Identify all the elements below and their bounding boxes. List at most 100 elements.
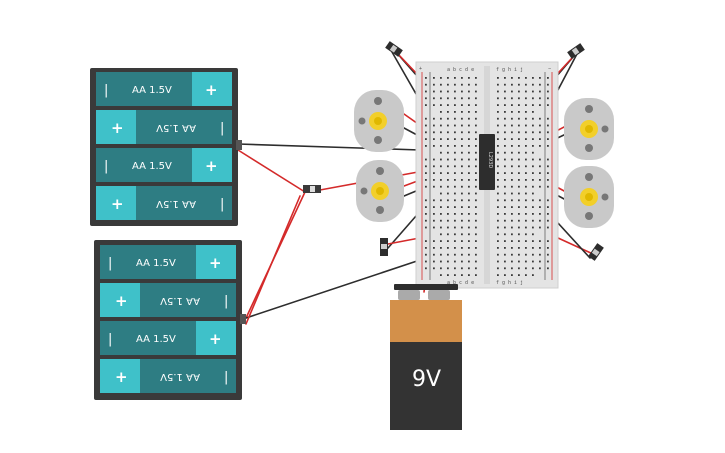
breadboard-hole[interactable] <box>475 124 477 127</box>
breadboard-hole[interactable] <box>475 90 477 93</box>
breadboard-hole[interactable] <box>525 247 527 249</box>
breadboard-hole[interactable] <box>447 253 449 256</box>
breadboard-hole[interactable] <box>532 97 534 100</box>
dc-motor-right-top[interactable] <box>564 98 614 160</box>
breadboard-hole[interactable] <box>468 274 470 276</box>
rail-hole[interactable] <box>547 179 549 181</box>
breadboard-hole[interactable] <box>511 206 513 208</box>
breadboard-hole[interactable] <box>447 124 449 127</box>
breadboard-hole[interactable] <box>475 267 477 270</box>
breadboard-hole[interactable] <box>525 274 527 276</box>
rail-hole[interactable] <box>433 77 435 79</box>
rail-hole[interactable] <box>433 158 435 161</box>
breadboard-hole[interactable] <box>511 240 513 242</box>
breadboard-hole[interactable] <box>497 131 499 134</box>
breadboard-hole[interactable] <box>440 206 442 208</box>
rail-hole[interactable] <box>433 185 435 188</box>
breadboard-hole[interactable] <box>440 192 442 195</box>
breadboard-hole[interactable] <box>468 226 470 229</box>
breadboard-hole[interactable] <box>454 151 456 154</box>
breadboard-hole[interactable] <box>447 233 449 236</box>
breadboard-hole[interactable] <box>504 274 506 276</box>
breadboard-hole[interactable] <box>511 158 513 161</box>
breadboard-hole[interactable] <box>447 219 449 222</box>
rail-hole[interactable] <box>547 145 549 147</box>
rail-hole[interactable] <box>539 199 541 202</box>
breadboard-hole[interactable] <box>511 247 513 249</box>
breadboard-hole[interactable] <box>518 247 520 249</box>
breadboard-hole[interactable] <box>532 253 534 256</box>
breadboard-hole[interactable] <box>440 260 442 263</box>
breadboard-hole[interactable] <box>447 138 449 140</box>
rail-hole[interactable] <box>425 253 427 256</box>
breadboard-hole[interactable] <box>447 77 449 79</box>
rail-hole[interactable] <box>547 131 549 134</box>
rail-hole[interactable] <box>539 206 541 208</box>
rail-hole[interactable] <box>547 213 549 215</box>
rail-hole[interactable] <box>547 172 549 174</box>
breadboard-hole[interactable] <box>454 192 456 195</box>
breadboard-hole[interactable] <box>511 90 513 93</box>
rail-hole[interactable] <box>547 219 549 222</box>
breadboard-hole[interactable] <box>518 274 520 276</box>
rail-hole[interactable] <box>433 104 435 106</box>
breadboard-hole[interactable] <box>525 158 527 161</box>
breadboard-hole[interactable] <box>475 83 477 86</box>
breadboard-hole[interactable] <box>497 199 499 202</box>
breadboard-hole[interactable] <box>454 213 456 215</box>
breadboard-hole[interactable] <box>497 90 499 93</box>
rail-hole[interactable] <box>425 185 427 188</box>
breadboard-hole[interactable] <box>461 77 463 79</box>
rail-hole[interactable] <box>539 172 541 174</box>
breadboard-hole[interactable] <box>468 138 470 140</box>
breadboard-hole[interactable] <box>475 260 477 263</box>
rail-hole[interactable] <box>547 104 549 106</box>
breadboard-hole[interactable] <box>454 185 456 188</box>
breadboard-hole[interactable] <box>454 145 456 147</box>
rail-hole[interactable] <box>539 185 541 188</box>
sensor-bottom-right[interactable] <box>588 243 604 261</box>
rail-hole[interactable] <box>539 219 541 222</box>
breadboard-hole[interactable] <box>497 172 499 174</box>
breadboard-hole[interactable] <box>468 253 470 256</box>
breadboard-hole[interactable] <box>440 145 442 147</box>
breadboard-hole[interactable] <box>454 179 456 181</box>
breadboard-hole[interactable] <box>475 145 477 147</box>
dc-motor-left-bottom[interactable] <box>356 160 404 222</box>
breadboard-hole[interactable] <box>504 138 506 140</box>
breadboard-hole[interactable] <box>511 267 513 270</box>
breadboard-hole[interactable] <box>504 247 506 249</box>
rail-hole[interactable] <box>539 260 541 263</box>
breadboard-hole[interactable] <box>447 131 449 134</box>
breadboard-hole[interactable] <box>518 145 520 147</box>
breadboard-hole[interactable] <box>468 90 470 93</box>
breadboard-hole[interactable] <box>511 145 513 147</box>
breadboard-hole[interactable] <box>454 240 456 242</box>
breadboard-hole[interactable] <box>454 260 456 263</box>
breadboard-hole[interactable] <box>454 104 456 106</box>
breadboard-hole[interactable] <box>511 117 513 120</box>
breadboard-hole[interactable] <box>454 90 456 93</box>
wire-bottom-pack-red[interactable] <box>245 195 301 325</box>
breadboard-hole[interactable] <box>461 267 463 270</box>
breadboard-hole[interactable] <box>461 192 463 195</box>
rail-hole[interactable] <box>425 104 427 106</box>
breadboard-hole[interactable] <box>504 158 506 161</box>
breadboard-hole[interactable] <box>468 165 470 168</box>
breadboard-hole[interactable] <box>440 267 442 270</box>
breadboard-hole[interactable] <box>440 253 442 256</box>
breadboard-hole[interactable] <box>511 179 513 181</box>
breadboard-hole[interactable] <box>454 206 456 208</box>
breadboard-hole[interactable] <box>454 158 456 161</box>
breadboard-hole[interactable] <box>497 151 499 154</box>
breadboard-hole[interactable] <box>440 199 442 202</box>
breadboard-hole[interactable] <box>454 117 456 120</box>
breadboard-hole[interactable] <box>447 192 449 195</box>
breadboard-hole[interactable] <box>497 117 499 120</box>
rail-hole[interactable] <box>539 158 541 161</box>
breadboard-hole[interactable] <box>468 213 470 215</box>
breadboard-hole[interactable] <box>497 240 499 242</box>
breadboard-hole[interactable] <box>518 185 520 188</box>
breadboard-hole[interactable] <box>461 199 463 202</box>
breadboard-hole[interactable] <box>461 260 463 263</box>
